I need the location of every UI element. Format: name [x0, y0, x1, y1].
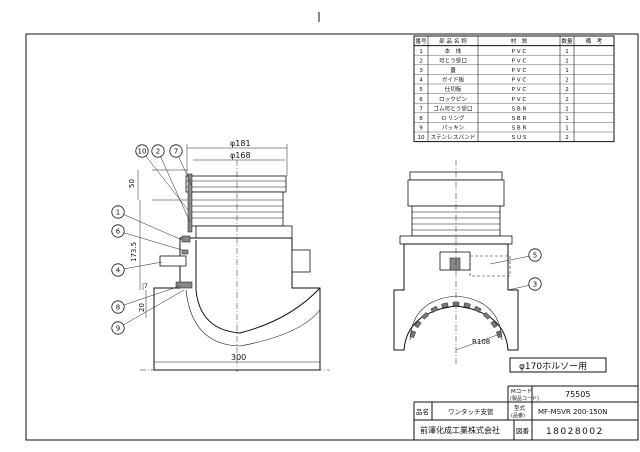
mcode-value: 75505 [565, 390, 590, 399]
table-cell: 2 [565, 97, 569, 103]
table-cell: 4 [419, 78, 423, 84]
table-cell: 可とう受口 [439, 56, 467, 64]
table-cell: P V C [512, 78, 527, 84]
table-cell: O リング [442, 114, 465, 122]
name-value: ワンタッチ支管 [448, 407, 494, 416]
table-cell: S U S [512, 135, 527, 141]
model-label-2: (品番) [511, 412, 525, 419]
table-cell: 7 [419, 106, 423, 112]
note-box [509, 357, 607, 373]
mcode-label-1: Mコード [511, 388, 532, 395]
company-name: 前澤化成工業株式会社 [420, 425, 500, 435]
model-value: MF-MSVR 200-150N [538, 408, 607, 416]
table-header: 備 考 [586, 37, 603, 45]
table-cell: ガイド板 [442, 76, 465, 84]
table-cell: 2 [565, 87, 569, 93]
callout-bubble: 4 [116, 267, 121, 275]
drawing-label: 図番 [516, 427, 530, 435]
table-cell: 2 [565, 135, 569, 141]
callout-bubble: 7 [174, 148, 178, 156]
table-cell: 本 体 [445, 47, 462, 55]
callout-bubble: 2 [156, 148, 160, 156]
table-cell: P V C [512, 68, 527, 74]
table-cell: 1 [565, 68, 569, 74]
name-label: 品名 [416, 407, 429, 416]
table-cell: 1 [565, 116, 569, 122]
table-cell: P V C [512, 97, 527, 103]
table-cell: S B R [512, 106, 527, 112]
table-cell: 1 [565, 126, 569, 132]
dim-height-top: 50 [128, 179, 136, 188]
dim-radius: R108 [472, 338, 490, 346]
mcode-label-2: (製品コード) [510, 395, 539, 402]
table-header: 数量 [561, 37, 573, 45]
table-cell: 10 [417, 135, 425, 141]
callout-bubble: 6 [116, 228, 121, 236]
callouts: 1 6 4 8 9 10 2 7 5 3 [111, 144, 542, 335]
table-cell: ロックピン [439, 96, 467, 103]
table-header: 材 質 [511, 37, 528, 45]
dim-height-mid: 173.5 [130, 242, 138, 262]
table-cell: 5 [419, 87, 423, 93]
dim-height-low: 7 [144, 283, 148, 290]
table-header: 番号 [415, 38, 427, 45]
table-cell: 8 [419, 116, 423, 122]
dim-width-base: 300 [231, 353, 246, 362]
model-label-1: 型式 [514, 404, 526, 412]
dim-height-base: 20 [138, 303, 146, 312]
table-cell: S B R [512, 116, 527, 122]
table-cell: 仕切板 [445, 85, 462, 93]
table-cell: 2 [419, 58, 423, 64]
table-cell: P V C [512, 87, 527, 93]
callout-bubble: 3 [533, 281, 537, 289]
table-cell: 3 [419, 68, 423, 74]
table-cell: 2 [565, 78, 569, 84]
table-cell: P V C [512, 58, 527, 64]
note-text: φ170ホルソー用 [519, 361, 587, 372]
callout-bubble: 9 [116, 325, 120, 333]
table-cell: 1 [419, 49, 423, 55]
table-cell: 9 [419, 126, 423, 132]
table-cell: 1 [565, 106, 569, 112]
callout-bubble: 10 [138, 148, 147, 156]
drawing-frame [25, 33, 639, 441]
table-cell: ゴム可とう受口 [433, 104, 472, 112]
table-header: 部 品 名 称 [439, 37, 467, 45]
table-cell: P V C [512, 49, 527, 55]
table-cell: 1 [565, 58, 569, 64]
table-cell: S B R [512, 126, 527, 132]
section-view [137, 144, 330, 372]
table-cell: ステンレスバンド [430, 134, 475, 141]
callout-bubble: 8 [116, 304, 120, 312]
callout-bubble: 1 [116, 209, 120, 217]
parts-table: 番号 部 品 名 称 材 質 数量 備 考 1 本 体 P V C 1 2 可とう受口 P V C 1 3… [413, 35, 615, 143]
title-block [413, 385, 638, 440]
front-view [393, 160, 519, 366]
table-cell: 1 [565, 49, 569, 55]
table-cell: パッキン [442, 125, 465, 132]
callout-bubble: 5 [533, 252, 537, 260]
table-cell: 蓋 [450, 66, 456, 74]
dim-inner-diameter: φ168 [230, 151, 251, 160]
dim-outer-diameter: φ181 [230, 139, 251, 148]
drawing-value: 18028002 [546, 427, 604, 437]
table-cell: 6 [419, 97, 423, 103]
